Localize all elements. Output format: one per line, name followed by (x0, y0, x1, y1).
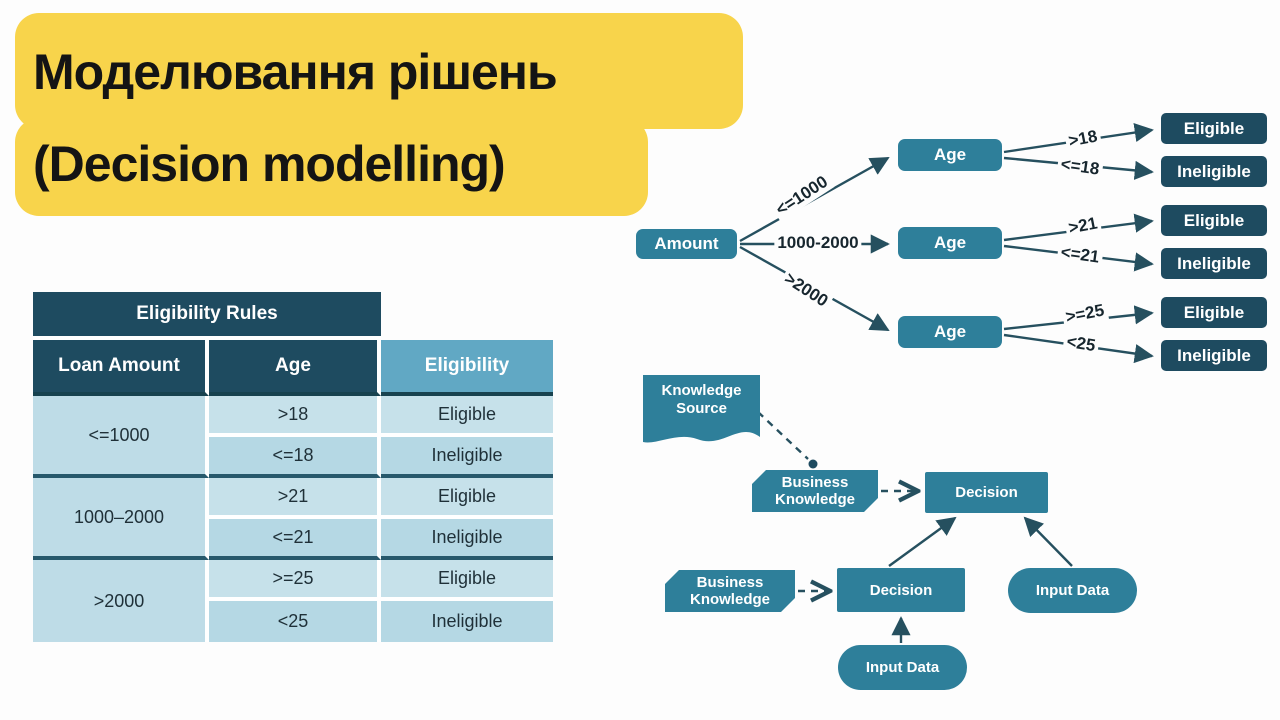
tree-node-age-1: Age (898, 139, 1002, 171)
tree-outcome-label-3b: <25 (1062, 331, 1100, 357)
tree-node-age-3: Age (898, 316, 1002, 348)
eligibility-cell: Ineligible (381, 601, 553, 642)
table-row: <=21 Ineligible (33, 519, 553, 560)
table-row: <25 Ineligible (33, 601, 553, 642)
age-cell: <25 (209, 601, 381, 642)
tree-outcome-label-1a: >18 (1063, 125, 1103, 153)
knowledge-source-shape: Knowledge Source (643, 375, 760, 449)
column-header-eligibility: Eligibility (381, 340, 553, 396)
table-row: <=18 Ineligible (33, 437, 553, 478)
age-cell: >21 (209, 478, 381, 519)
column-header-age: Age (209, 340, 381, 396)
tree-node-amount: Amount (636, 229, 737, 259)
page-title-line1: Моделювання рішень (33, 44, 558, 100)
eligibility-cell: Ineligible (381, 437, 553, 478)
eligibility-cell: Eligible (381, 560, 553, 601)
eligibility-cell: Eligible (381, 478, 553, 519)
age-cell: <=18 (209, 437, 381, 478)
knowledge-source-label: Knowledge Source (661, 382, 742, 417)
tree-outcome-label-1b: <=18 (1056, 153, 1104, 181)
decision-shape-2: Decision (837, 568, 965, 612)
title-highlight-bottom (15, 118, 648, 216)
table-row: <=1000 >18 Eligible (33, 396, 553, 478)
loan-amount-cell: >2000 (33, 560, 209, 642)
tree-result-eligible-3: Eligible (1161, 297, 1267, 328)
age-cell: >=25 (209, 560, 381, 601)
business-knowledge-shape-2: Business Knowledge (665, 570, 795, 612)
decision-shape-1: Decision (925, 472, 1048, 513)
eligibility-cell: Eligible (381, 396, 553, 437)
tree-outcome-label-3a: >=25 (1061, 299, 1109, 329)
business-knowledge-shape-1: Business Knowledge (752, 470, 878, 512)
table-title-row: Eligibility Rules (33, 292, 553, 340)
tree-branch-label-2: 1000-2000 (774, 233, 862, 253)
input-data-shape-1: Input Data (1008, 568, 1137, 613)
input-data-shape-2: Input Data (838, 645, 967, 690)
authority-requirement-dot (808, 459, 818, 469)
table-title-spacer (381, 292, 553, 340)
tree-branch-label-1: <=1000 (769, 170, 835, 222)
knowledge-source-wave-icon (643, 375, 760, 443)
tree-result-eligible-2: Eligible (1161, 205, 1267, 236)
age-cell: >18 (209, 396, 381, 437)
tree-outcome-label-2b: <=21 (1056, 241, 1104, 269)
title-highlight-top (15, 13, 743, 129)
tree-branch-label-3: >2000 (778, 266, 834, 314)
tree-result-eligible-1: Eligible (1161, 113, 1267, 144)
tree-result-ineligible-2: Ineligible (1161, 248, 1267, 279)
tree-outcome-label-2a: >21 (1063, 212, 1103, 240)
table-row: >2000 >=25 Eligible (33, 560, 553, 642)
tree-node-age-2: Age (898, 227, 1002, 259)
column-header-loan-amount: Loan Amount (33, 340, 209, 396)
age-cell: <=21 (209, 519, 381, 560)
table-title: Eligibility Rules (33, 292, 381, 340)
page-title-line2: (Decision modelling) (33, 136, 506, 192)
table-row: 1000–2000 >21 Eligible (33, 478, 553, 560)
loan-amount-cell: <=1000 (33, 396, 209, 478)
tree-result-ineligible-3: Ineligible (1161, 340, 1267, 371)
table-header-row: Loan Amount Age Eligibility (33, 340, 553, 396)
eligibility-cell: Ineligible (381, 519, 553, 560)
tree-result-ineligible-1: Ineligible (1161, 156, 1267, 187)
loan-amount-cell: 1000–2000 (33, 478, 209, 560)
eligibility-rules-table: Eligibility Rules Loan Amount Age Eligib… (33, 292, 553, 642)
